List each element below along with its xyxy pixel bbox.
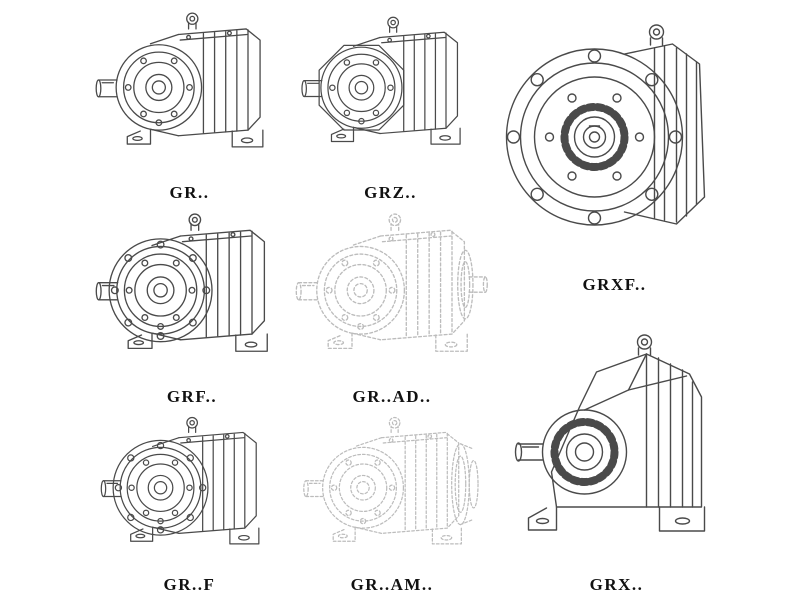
gearbox-drawing-gr [95, 12, 264, 148]
gearbox-drawing-grz [298, 6, 483, 180]
gearbox-drawing-grf-foot [92, 414, 287, 572]
figure-grad: GR..AD.. [292, 208, 492, 410]
gearbox-drawing-grad [292, 208, 492, 384]
gearbox-label-grad: GR..AD.. [352, 387, 432, 406]
figure-gram: GR..AM.. [292, 414, 492, 598]
figure-gr: GR.. [92, 6, 287, 206]
gearbox-label-grx: GRX.. [589, 575, 644, 594]
gearbox-label-gram: GR..AM.. [350, 575, 434, 594]
gearbox-label-grf-foot: GR..F [163, 575, 216, 594]
figure-grf: GRF.. [92, 208, 292, 410]
gearbox-label-gr: GR.. [169, 183, 210, 202]
gearbox-label-grz: GRZ.. [364, 183, 417, 202]
gearbox-drawing-grxf [492, 2, 737, 272]
figure-grx: GRX.. [494, 302, 739, 598]
gearbox-drawing-gram [292, 414, 492, 572]
gearbox-label-grf: GRF.. [166, 387, 218, 406]
figure-grxf: GRXF.. [492, 2, 737, 298]
figure-grf-foot: GR..F [92, 414, 287, 598]
gearbox-drawing-grf [92, 208, 292, 384]
figure-grz: GRZ.. [298, 6, 483, 206]
gearbox-drawing-grx [494, 302, 739, 572]
gearbox-label-grxf: GRXF.. [582, 275, 647, 294]
